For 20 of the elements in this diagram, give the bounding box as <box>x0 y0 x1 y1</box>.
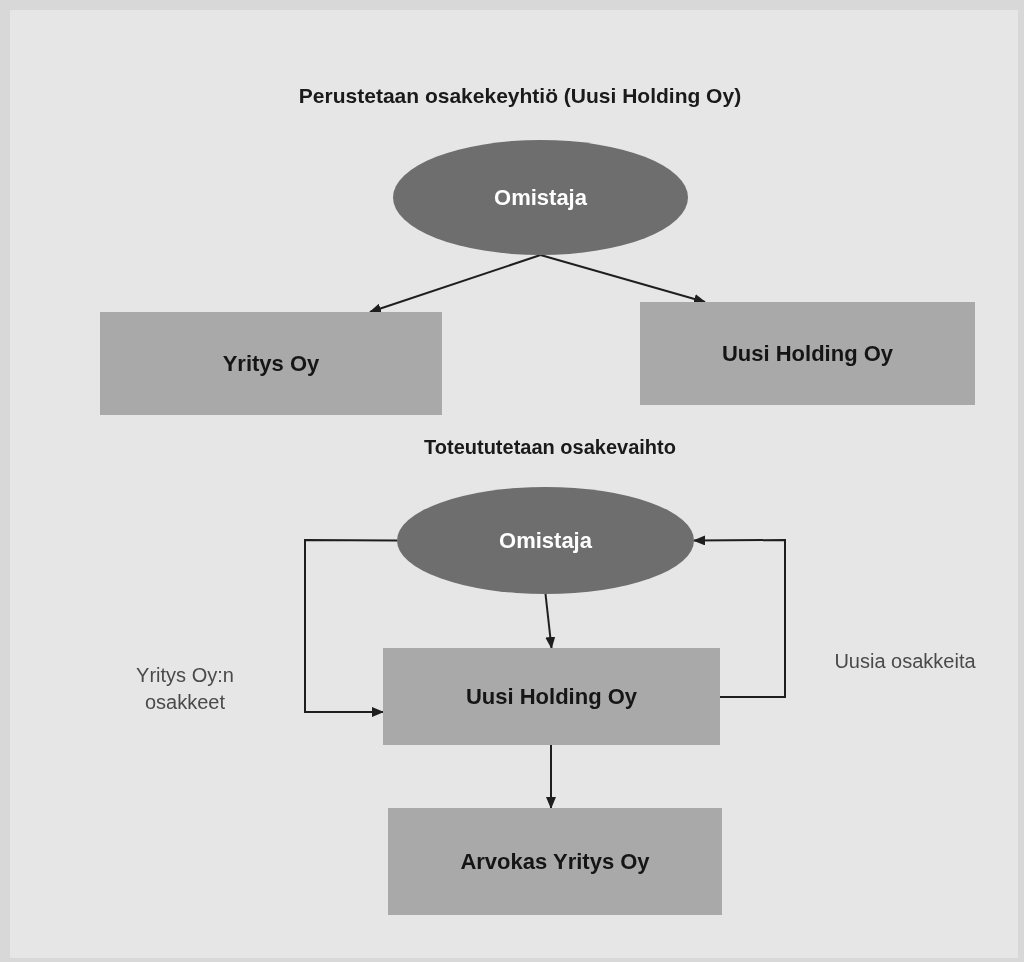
node-text: Omistaja <box>494 184 587 212</box>
node-text: Omistaja <box>499 527 592 555</box>
process-box <box>388 808 722 915</box>
node-text: Arvokas Yritys Oy <box>460 848 650 876</box>
node-text: Yritys Oy <box>222 350 320 378</box>
node-text: Uusi Holding Oy <box>465 683 638 711</box>
process-box <box>640 302 975 405</box>
edge-label: Uusia osakkeita <box>833 649 977 674</box>
arrow <box>539 254 706 304</box>
arrow <box>693 535 786 698</box>
process-box <box>100 312 442 415</box>
arrow <box>544 593 556 649</box>
arrow <box>546 744 556 809</box>
node-text: Uusi Holding Oy <box>721 340 894 368</box>
edge-label: Yritys Oy:n osakkeet <box>135 663 235 715</box>
heading: Toteututetaan osakevaihto <box>423 435 677 460</box>
arrow <box>304 539 398 717</box>
process-box <box>383 648 720 745</box>
arrow <box>369 254 542 314</box>
heading: Perustetaan osakekeyhtiö (Uusi Holding Oy) <box>297 83 743 109</box>
